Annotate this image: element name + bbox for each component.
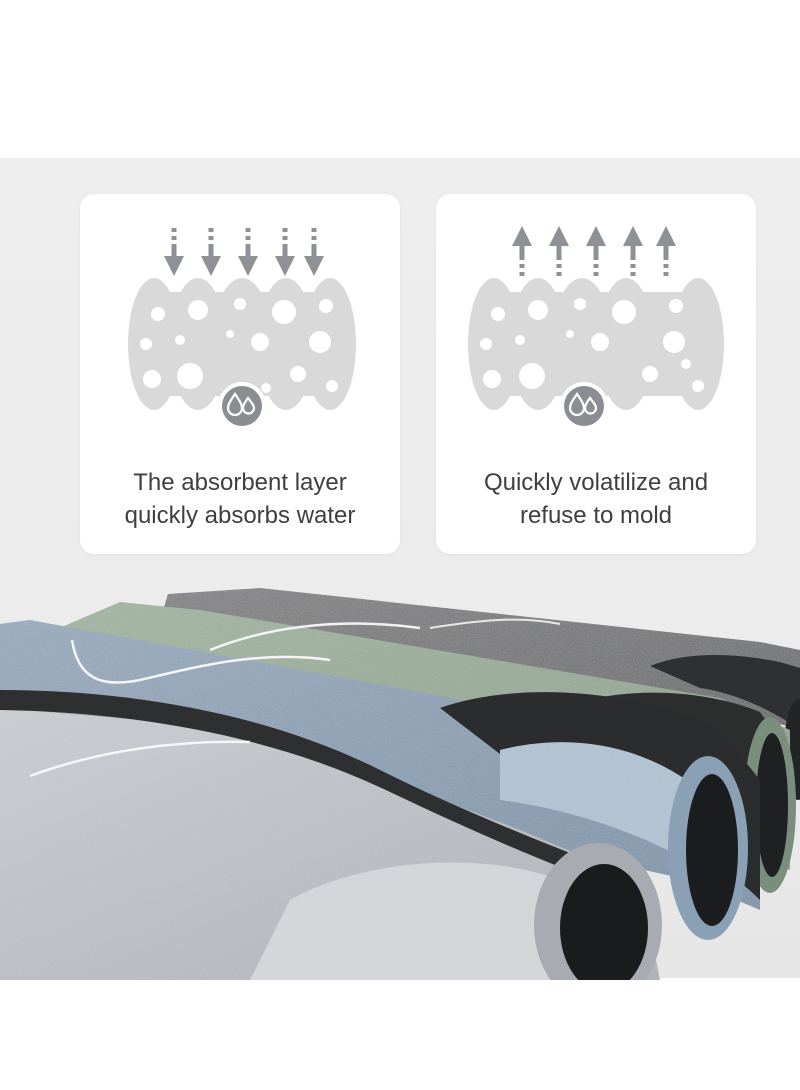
absorb-illustration (128, 228, 356, 430)
water-drops-icon (218, 382, 266, 430)
caption-line: refuse to mold (519, 502, 673, 529)
light-gray-mat-roll (0, 690, 662, 980)
volatilize-illustration (468, 226, 724, 430)
caption-line: The absorbent layer (133, 469, 347, 496)
up-arrows-icon (512, 226, 676, 276)
sponge-layer-icon (468, 278, 724, 410)
feature-caption: Quickly volatilize and refuse to mold (436, 466, 756, 532)
feature-card-absorb: The absorbent layer quickly absorbs wate… (80, 194, 400, 554)
water-drops-icon (560, 382, 608, 430)
sponge-layer-icon (128, 278, 356, 410)
feature-card-volatilize: Quickly volatilize and refuse to mold (436, 194, 756, 554)
caption-line: quickly absorbs water (124, 502, 356, 529)
rolled-mats-photo (0, 588, 800, 980)
caption-line: Quickly volatilize and (483, 469, 709, 496)
blue-mat-roll (0, 620, 760, 940)
feature-caption: The absorbent layer quickly absorbs wate… (80, 466, 400, 532)
down-arrows-icon (164, 228, 324, 276)
